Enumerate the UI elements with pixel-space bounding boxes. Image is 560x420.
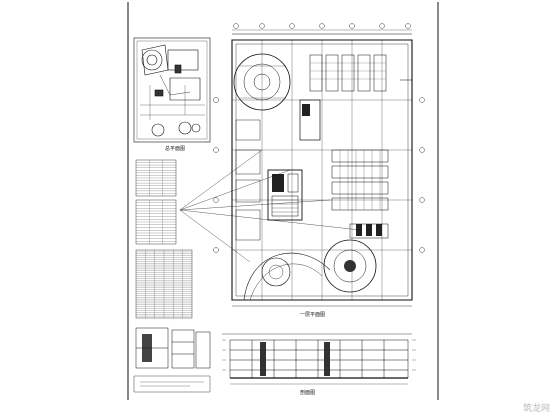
watermark: 筑龙网	[522, 404, 550, 414]
building-section	[222, 333, 416, 385]
section-caption: 剖面图	[300, 389, 315, 396]
main-plan-caption: 一层平面图	[300, 312, 325, 318]
section-detail-left	[133, 327, 211, 393]
inset-plan-caption: 总平面图	[165, 145, 185, 152]
schedule-tables	[135, 159, 193, 319]
main-floor-plan	[179, 23, 425, 307]
sheet-border	[127, 2, 439, 400]
inset-site-plan	[133, 37, 211, 143]
